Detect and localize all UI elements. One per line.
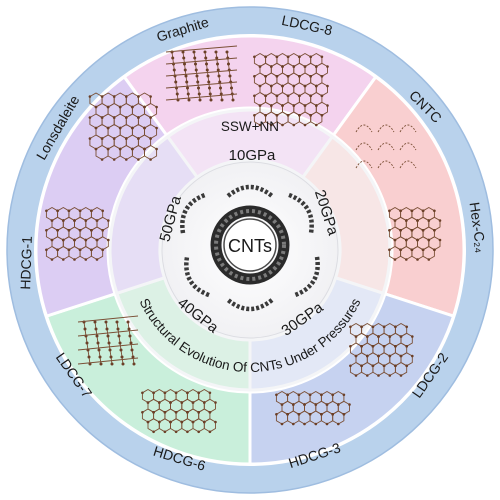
center-label: CNTs: [228, 236, 272, 256]
thumb-hdcg1: [45, 206, 110, 261]
thumb-graphite: [165, 45, 238, 102]
pressure-sectors: [108, 108, 392, 392]
thumb-cntc: [355, 124, 417, 169]
pressure-10gpa: 10GPa: [229, 147, 276, 164]
sector-cntc-hexc24: [331, 74, 466, 319]
thumb-hexc24: [388, 206, 442, 261]
structure-thumbnails: [45, 45, 442, 434]
thumb-ldcg2: [349, 322, 414, 377]
thumb-ldcg8: [253, 52, 329, 127]
thumb-lonsdaleite: [88, 92, 158, 161]
label-hexc24: Hex-C₂₄: [466, 201, 489, 254]
method-label: SSW+NN: [221, 119, 279, 134]
central-nanotube: [210, 205, 290, 285]
sector-graphite-ldcg8: [122, 34, 378, 138]
label-hdcg1: HDCG-1: [17, 236, 35, 290]
thumb-hdcg3: [275, 390, 351, 426]
pressure-sector-50: [108, 134, 200, 296]
thumb-hdcg6: [141, 388, 217, 434]
thumb-ldcg7: [77, 315, 139, 366]
